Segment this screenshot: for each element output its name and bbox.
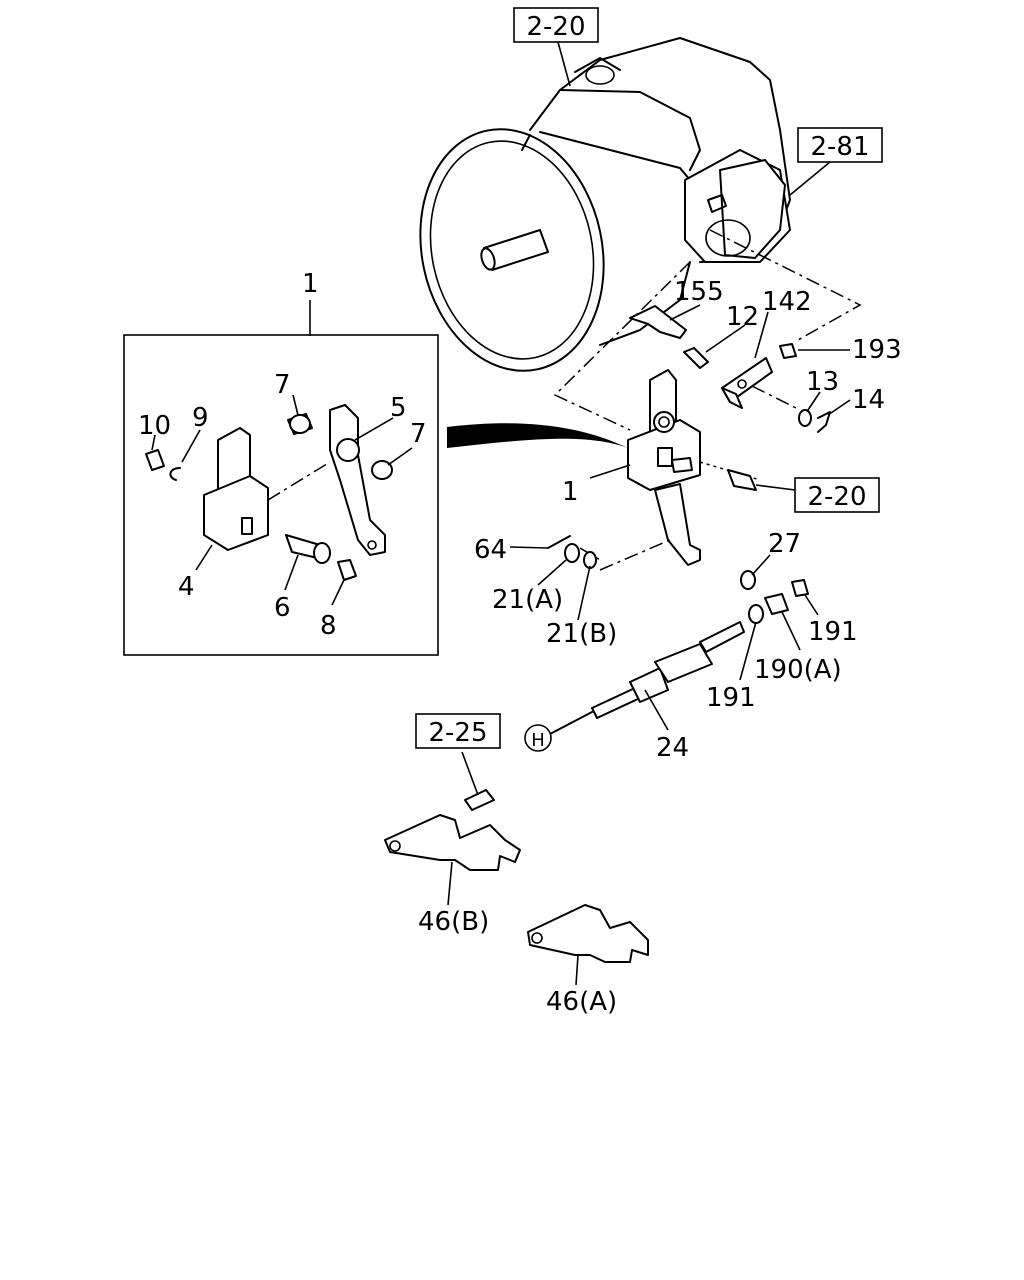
label-8: 8 [320, 611, 337, 641]
label-14: 14 [852, 385, 885, 415]
label-46a: 46(A) [546, 987, 617, 1017]
label-9: 9 [192, 403, 209, 433]
label-7b: 7 [410, 419, 427, 449]
label-13: 13 [806, 367, 839, 397]
clip-155 [629, 305, 687, 339]
bracket-46b [384, 814, 521, 871]
label-5: 5 [390, 393, 407, 423]
shift-cable-24 [549, 621, 745, 735]
washers [547, 535, 809, 624]
svg-text:2-20: 2-20 [526, 12, 585, 42]
svg-text:2-81: 2-81 [810, 132, 869, 162]
ref-2-25: 2-25 [415, 713, 501, 749]
ref-2-81: 2-81 [797, 127, 883, 163]
label-12: 12 [726, 302, 759, 332]
label-21a: 21(A) [492, 585, 563, 615]
transmission-assembly [419, 37, 791, 372]
lever-142 [683, 347, 773, 409]
svg-text:2-20: 2-20 [807, 482, 866, 512]
label-155: 155 [674, 277, 724, 307]
label-191a: 191 [808, 617, 858, 647]
label-193: 193 [852, 335, 902, 365]
svg-text:H: H [531, 730, 545, 751]
label-24: 24 [656, 733, 689, 763]
small-hardware [779, 343, 831, 433]
label-46b: 46(B) [418, 907, 489, 937]
label-4: 4 [178, 572, 195, 602]
detail-inset [123, 334, 439, 656]
svg-text:2-25: 2-25 [428, 718, 487, 748]
label-6: 6 [274, 593, 291, 623]
label-7a: 7 [274, 370, 291, 400]
ref-2-20-top: 2-20 [513, 7, 599, 43]
bracket-46a [527, 904, 649, 963]
part-labels: 1 7 5 7 10 9 4 6 8 155 142 12 193 13 14 … [138, 269, 902, 1017]
label-10: 10 [138, 411, 171, 441]
label-64: 64 [474, 535, 507, 565]
shift-bracket-assembly [627, 369, 761, 566]
label-27: 27 [768, 529, 801, 559]
label-21b: 21(B) [546, 619, 617, 649]
label-1-main: 1 [562, 477, 579, 507]
label-142: 142 [762, 287, 812, 317]
label-1-top: 1 [302, 269, 319, 299]
label-191b: 191 [706, 683, 756, 713]
ref-2-20-side: 2-20 [794, 477, 880, 513]
leader-lines [151, 41, 851, 986]
marker-h: H [524, 724, 552, 752]
label-190a: 190(A) [754, 655, 842, 685]
detail-arrow [447, 423, 628, 448]
